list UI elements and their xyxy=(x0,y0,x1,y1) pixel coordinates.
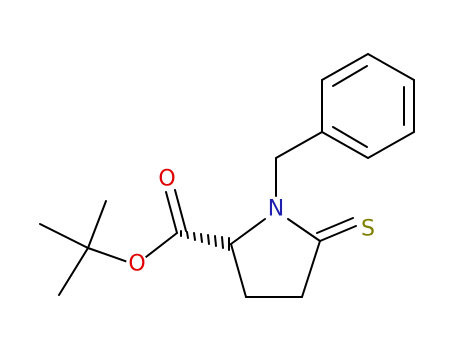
hash-line xyxy=(186,231,189,239)
atom-nitrogen: N xyxy=(265,197,287,222)
hash-line xyxy=(200,233,203,243)
bond-n-to-c2 xyxy=(230,218,266,245)
bond-ester-oxygen-to-tbutyl xyxy=(87,247,129,263)
bond-ring-inner xyxy=(332,126,368,148)
bond-c5-to-sulfur xyxy=(319,225,357,242)
bond-tbutyl-methyl xyxy=(39,223,89,249)
nitrogen-label: N xyxy=(268,197,284,222)
hash-line xyxy=(207,234,210,245)
bond-ring xyxy=(321,131,369,159)
bond-carbonyl xyxy=(165,191,178,234)
bond-ring-inner xyxy=(332,65,368,87)
carbonyl-oxygen-label: O xyxy=(158,167,175,192)
bond-n-to-c5 xyxy=(287,218,321,242)
atom-carbonyl-oxygen: O xyxy=(156,167,178,192)
hash-line xyxy=(221,236,224,249)
stereo-hashed-wedge xyxy=(180,230,230,251)
bond-tbutyl-methyl xyxy=(87,200,107,249)
atom-ester-oxygen: O xyxy=(126,252,148,277)
bond-ring xyxy=(321,53,369,81)
bond-c5-to-sulfur-double xyxy=(316,217,354,234)
bond-ring xyxy=(367,131,415,159)
bond-carbonyl-to-ester-oxygen xyxy=(145,232,178,258)
pyrrolidine-ring xyxy=(230,218,321,298)
ester-oxygen-label: O xyxy=(128,252,145,277)
bond-c4-to-c5 xyxy=(301,240,321,298)
benzene-ring xyxy=(321,53,415,159)
atom-sulfur: S xyxy=(357,217,379,242)
bond-ring xyxy=(367,53,415,81)
bond-tbutyl-methyl xyxy=(58,247,89,296)
hash-line xyxy=(193,232,196,241)
bond-c2-to-c3 xyxy=(230,243,247,298)
sulfur-label: S xyxy=(361,217,375,242)
tert-butyl-group xyxy=(39,200,107,296)
bond-ring-to-ch2 xyxy=(275,131,323,159)
hash-line xyxy=(214,235,217,247)
bond-carbonyl-double xyxy=(174,189,187,232)
